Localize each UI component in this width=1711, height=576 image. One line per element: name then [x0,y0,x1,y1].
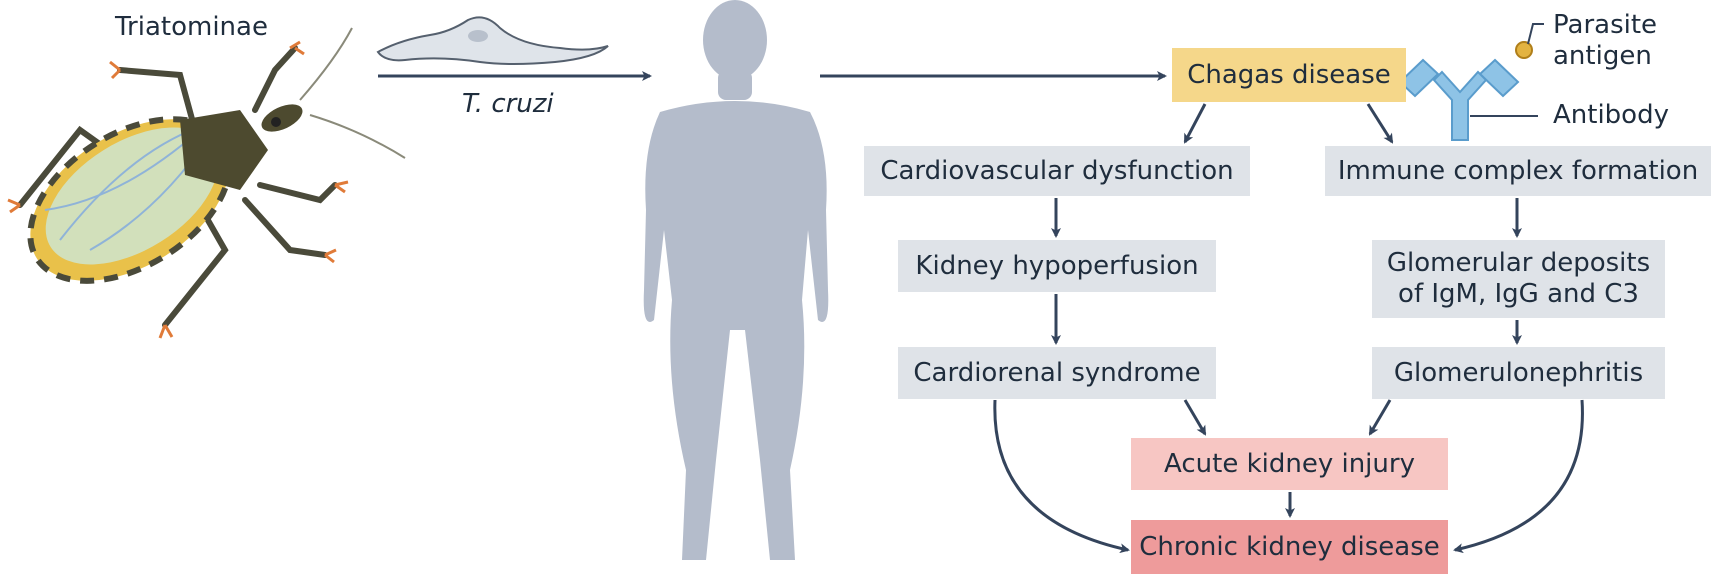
human-silhouette-icon [643,0,829,560]
flow-arrows [378,71,1584,554]
antibody-label: Antibody [1553,100,1669,130]
antigen-icon [1515,41,1533,59]
glomerular-deposits-node: Glomerular deposits of IgM, IgG and C3 [1372,240,1665,318]
cardiorenal-syndrome-node: Cardiorenal syndrome [898,347,1216,399]
label-leader-lines [1470,23,1544,117]
t-cruzi-label: T. cruzi [462,89,554,119]
chronic-kidney-disease-node: Chronic kidney disease [1131,520,1448,574]
glomerulonephritis-node: Glomerulonephritis [1372,347,1665,399]
antibody-icon [1398,58,1520,141]
t-cruzi-parasite-icon [376,16,609,65]
triatominae-bug-icon [7,27,406,339]
cardiovascular-dysfunction-node: Cardiovascular dysfunction [864,146,1250,196]
kidney-hypoperfusion-node: Kidney hypoperfusion [898,240,1216,292]
chagas-disease-node: Chagas disease [1172,48,1406,102]
acute-kidney-injury-node: Acute kidney injury [1131,438,1448,490]
immune-complex-formation-node: Immune complex formation [1325,146,1711,196]
triatominae-label: Triatominae [115,12,268,42]
parasite-antigen-label: Parasite antigen [1553,10,1658,71]
